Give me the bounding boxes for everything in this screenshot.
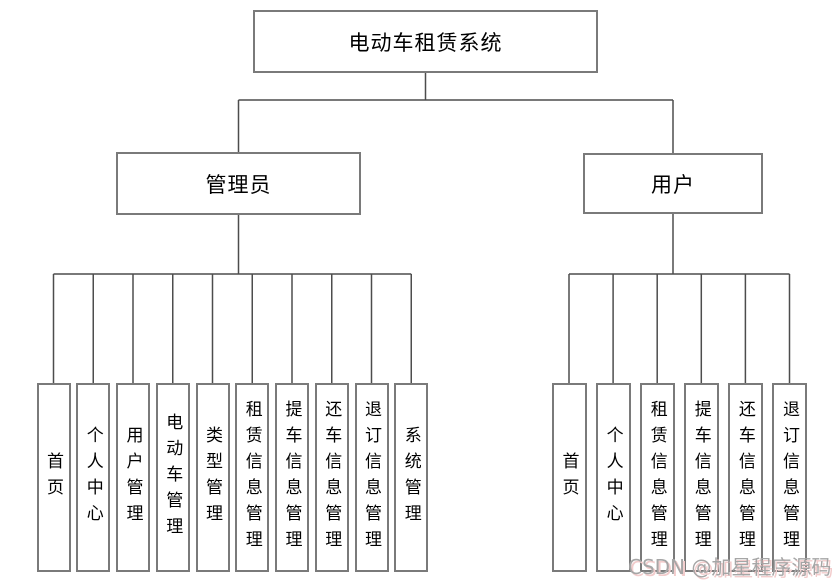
leaf-node: 退订信息管理 [354, 383, 389, 572]
leaf-node-label: 提车信息管理 [690, 399, 711, 556]
leaf-node-label: 提车信息管理 [281, 399, 302, 556]
leaf-node-label: 类型管理 [202, 425, 222, 530]
watermark-text: CSDN @加星程序源码 [628, 555, 832, 579]
leaf-node: 提车信息管理 [275, 383, 309, 572]
leaf-node: 类型管理 [195, 383, 230, 572]
leaf-node: 租赁信息管理 [235, 383, 270, 572]
node-system-root: 电动车租赁系统 [253, 10, 598, 73]
leaf-node: 还车信息管理 [314, 383, 349, 572]
leaf-node: 退订信息管理 [772, 383, 807, 572]
leaf-node: 个人中心 [595, 383, 631, 572]
leaf-node-label: 首页 [43, 451, 63, 504]
leaf-node-label: 退订信息管理 [779, 399, 799, 556]
leaf-node: 首页 [36, 383, 71, 572]
leaf-node-label: 退订信息管理 [361, 399, 381, 556]
leaf-node-label: 用户管理 [122, 425, 143, 530]
leaf-node: 还车信息管理 [727, 383, 763, 572]
leaf-node: 首页 [551, 383, 587, 572]
leaf-node: 提车信息管理 [683, 383, 719, 572]
leaf-node: 租赁信息管理 [639, 383, 675, 572]
leaf-node: 个人中心 [76, 383, 111, 572]
leaf-node: 系统管理 [394, 383, 429, 572]
leaf-node-label: 租赁信息管理 [241, 399, 262, 556]
leaf-node-label: 还车信息管理 [734, 399, 755, 556]
leaf-node-label: 个人中心 [602, 425, 623, 530]
leaf-node-label: 电动车管理 [162, 412, 183, 543]
leaf-node-label: 还车信息管理 [321, 399, 342, 556]
leaf-node: 电动车管理 [155, 383, 190, 572]
leaf-node-label: 首页 [558, 451, 579, 504]
node-admin-branch: 管理员 [116, 152, 361, 215]
leaf-node-label: 租赁信息管理 [646, 399, 667, 556]
node-user-branch: 用户 [583, 153, 763, 214]
leaf-node: 用户管理 [116, 383, 150, 572]
leaf-node-label: 系统管理 [400, 425, 421, 530]
leaf-node-label: 个人中心 [82, 425, 103, 530]
